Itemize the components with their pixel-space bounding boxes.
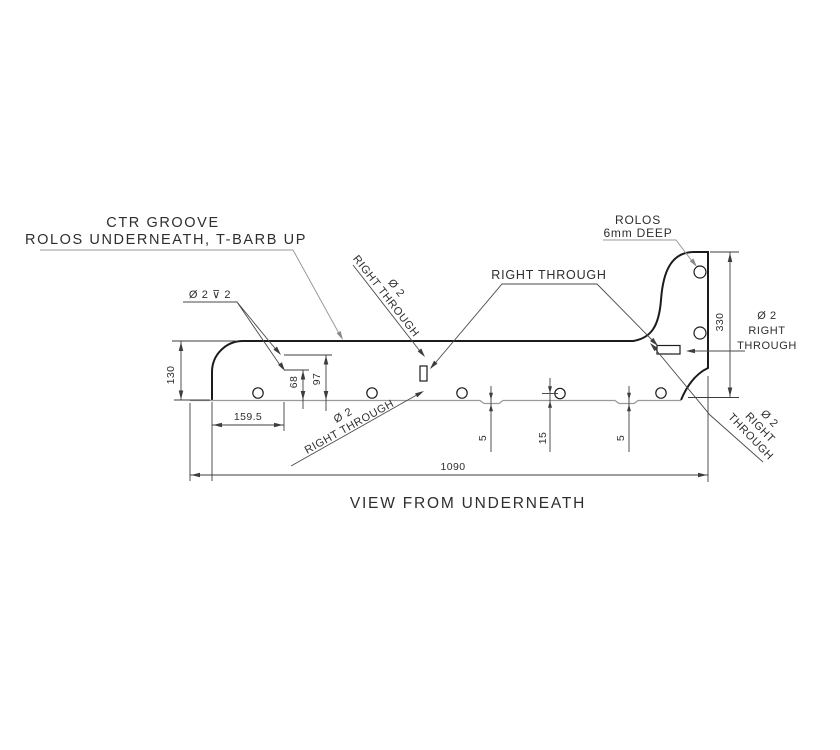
arrowhead (627, 404, 631, 412)
arrowhead (489, 392, 493, 400)
arrowhead (336, 331, 343, 340)
arrowhead (415, 391, 424, 398)
dia2-side-note-line2: RIGHT (748, 325, 785, 337)
dia2-upper-line2: RIGHT THROUGH (350, 253, 421, 339)
dimension-lines (172, 251, 739, 482)
dim-5-left: 5 (477, 435, 489, 441)
leader (183, 301, 283, 369)
arrowhead (274, 422, 283, 428)
arrowhead (548, 386, 552, 394)
arrowhead (489, 404, 493, 412)
hole (252, 387, 264, 399)
arrowhead (300, 391, 306, 400)
arrowhead (191, 472, 200, 478)
arrowhead (178, 390, 184, 400)
arrowhead (650, 343, 658, 352)
rolos-hole (693, 326, 707, 340)
dim-97: 97 (311, 373, 323, 385)
ctr-groove-note-line1: CTR GROOVE (106, 215, 219, 231)
dim-68: 68 (288, 376, 300, 388)
hole (366, 387, 378, 399)
right-slot (656, 344, 681, 355)
arrowhead (698, 472, 707, 478)
rolos-hole (693, 265, 707, 279)
dim-130: 130 (165, 366, 177, 385)
dim-330: 330 (714, 313, 726, 332)
arrowhead (627, 392, 631, 400)
right-through-note: RIGHT THROUGH (491, 268, 607, 282)
view-caption: VIEW FROM UNDERNEATH (350, 495, 586, 512)
arrowhead (650, 337, 658, 346)
ctr-groove-note-line2: ROLOS UNDERNEATH, T-BARB UP (25, 232, 307, 248)
leader (290, 391, 423, 467)
dia2-lower-line2: RIGHT THROUGH (303, 398, 397, 457)
arrowhead (300, 370, 306, 380)
arrowhead (430, 360, 438, 369)
hole (655, 387, 667, 399)
part-bottom-edge (190, 399, 681, 405)
arrowhead (548, 400, 552, 408)
dim-15: 15 (537, 432, 549, 444)
arrowhead (417, 348, 425, 357)
part-visible-edge (211, 251, 709, 401)
dia2-lower-diagonal-note: Ø 2 RIGHT THROUGH (303, 398, 397, 457)
dia2-upper-diagonal-note: Ø 2 RIGHT THROUGH (350, 253, 421, 339)
arrowhead (213, 422, 222, 428)
dim-5-right: 5 (615, 435, 627, 441)
leader (651, 344, 764, 463)
leader (603, 239, 696, 266)
dia2-side-note-line1: Ø 2 (757, 310, 777, 322)
dim-1090: 1090 (441, 461, 466, 473)
dia2-corner-note: Ø 2 RIGHT THROUGH (725, 408, 780, 463)
arrowhead (689, 258, 697, 267)
arrowhead (727, 253, 733, 262)
dim-159-5: 159.5 (234, 411, 262, 423)
leader (430, 283, 658, 369)
arrowhead (278, 362, 285, 371)
dia2-side-note-line3: THROUGH (737, 340, 797, 352)
arrowhead (323, 355, 329, 365)
arrowhead (323, 391, 329, 400)
leader (352, 264, 424, 356)
hole (456, 387, 468, 399)
arrowhead (727, 387, 733, 397)
arrowhead (178, 342, 184, 351)
counterbore-note: Ø 2 ⊽ 2 (189, 289, 231, 301)
arrowhead (686, 348, 695, 354)
rolos-note-line1: ROLOS (615, 213, 661, 227)
part-outline (190, 251, 709, 405)
leader-lines (40, 239, 764, 467)
center-slot (419, 365, 428, 382)
annotations: CTR GROOVE ROLOS UNDERNEATH, T-BARB UP R… (25, 213, 797, 473)
arrowhead (273, 346, 281, 355)
leader (40, 249, 342, 338)
rolos-note-line2: 6mm DEEP (603, 226, 672, 240)
